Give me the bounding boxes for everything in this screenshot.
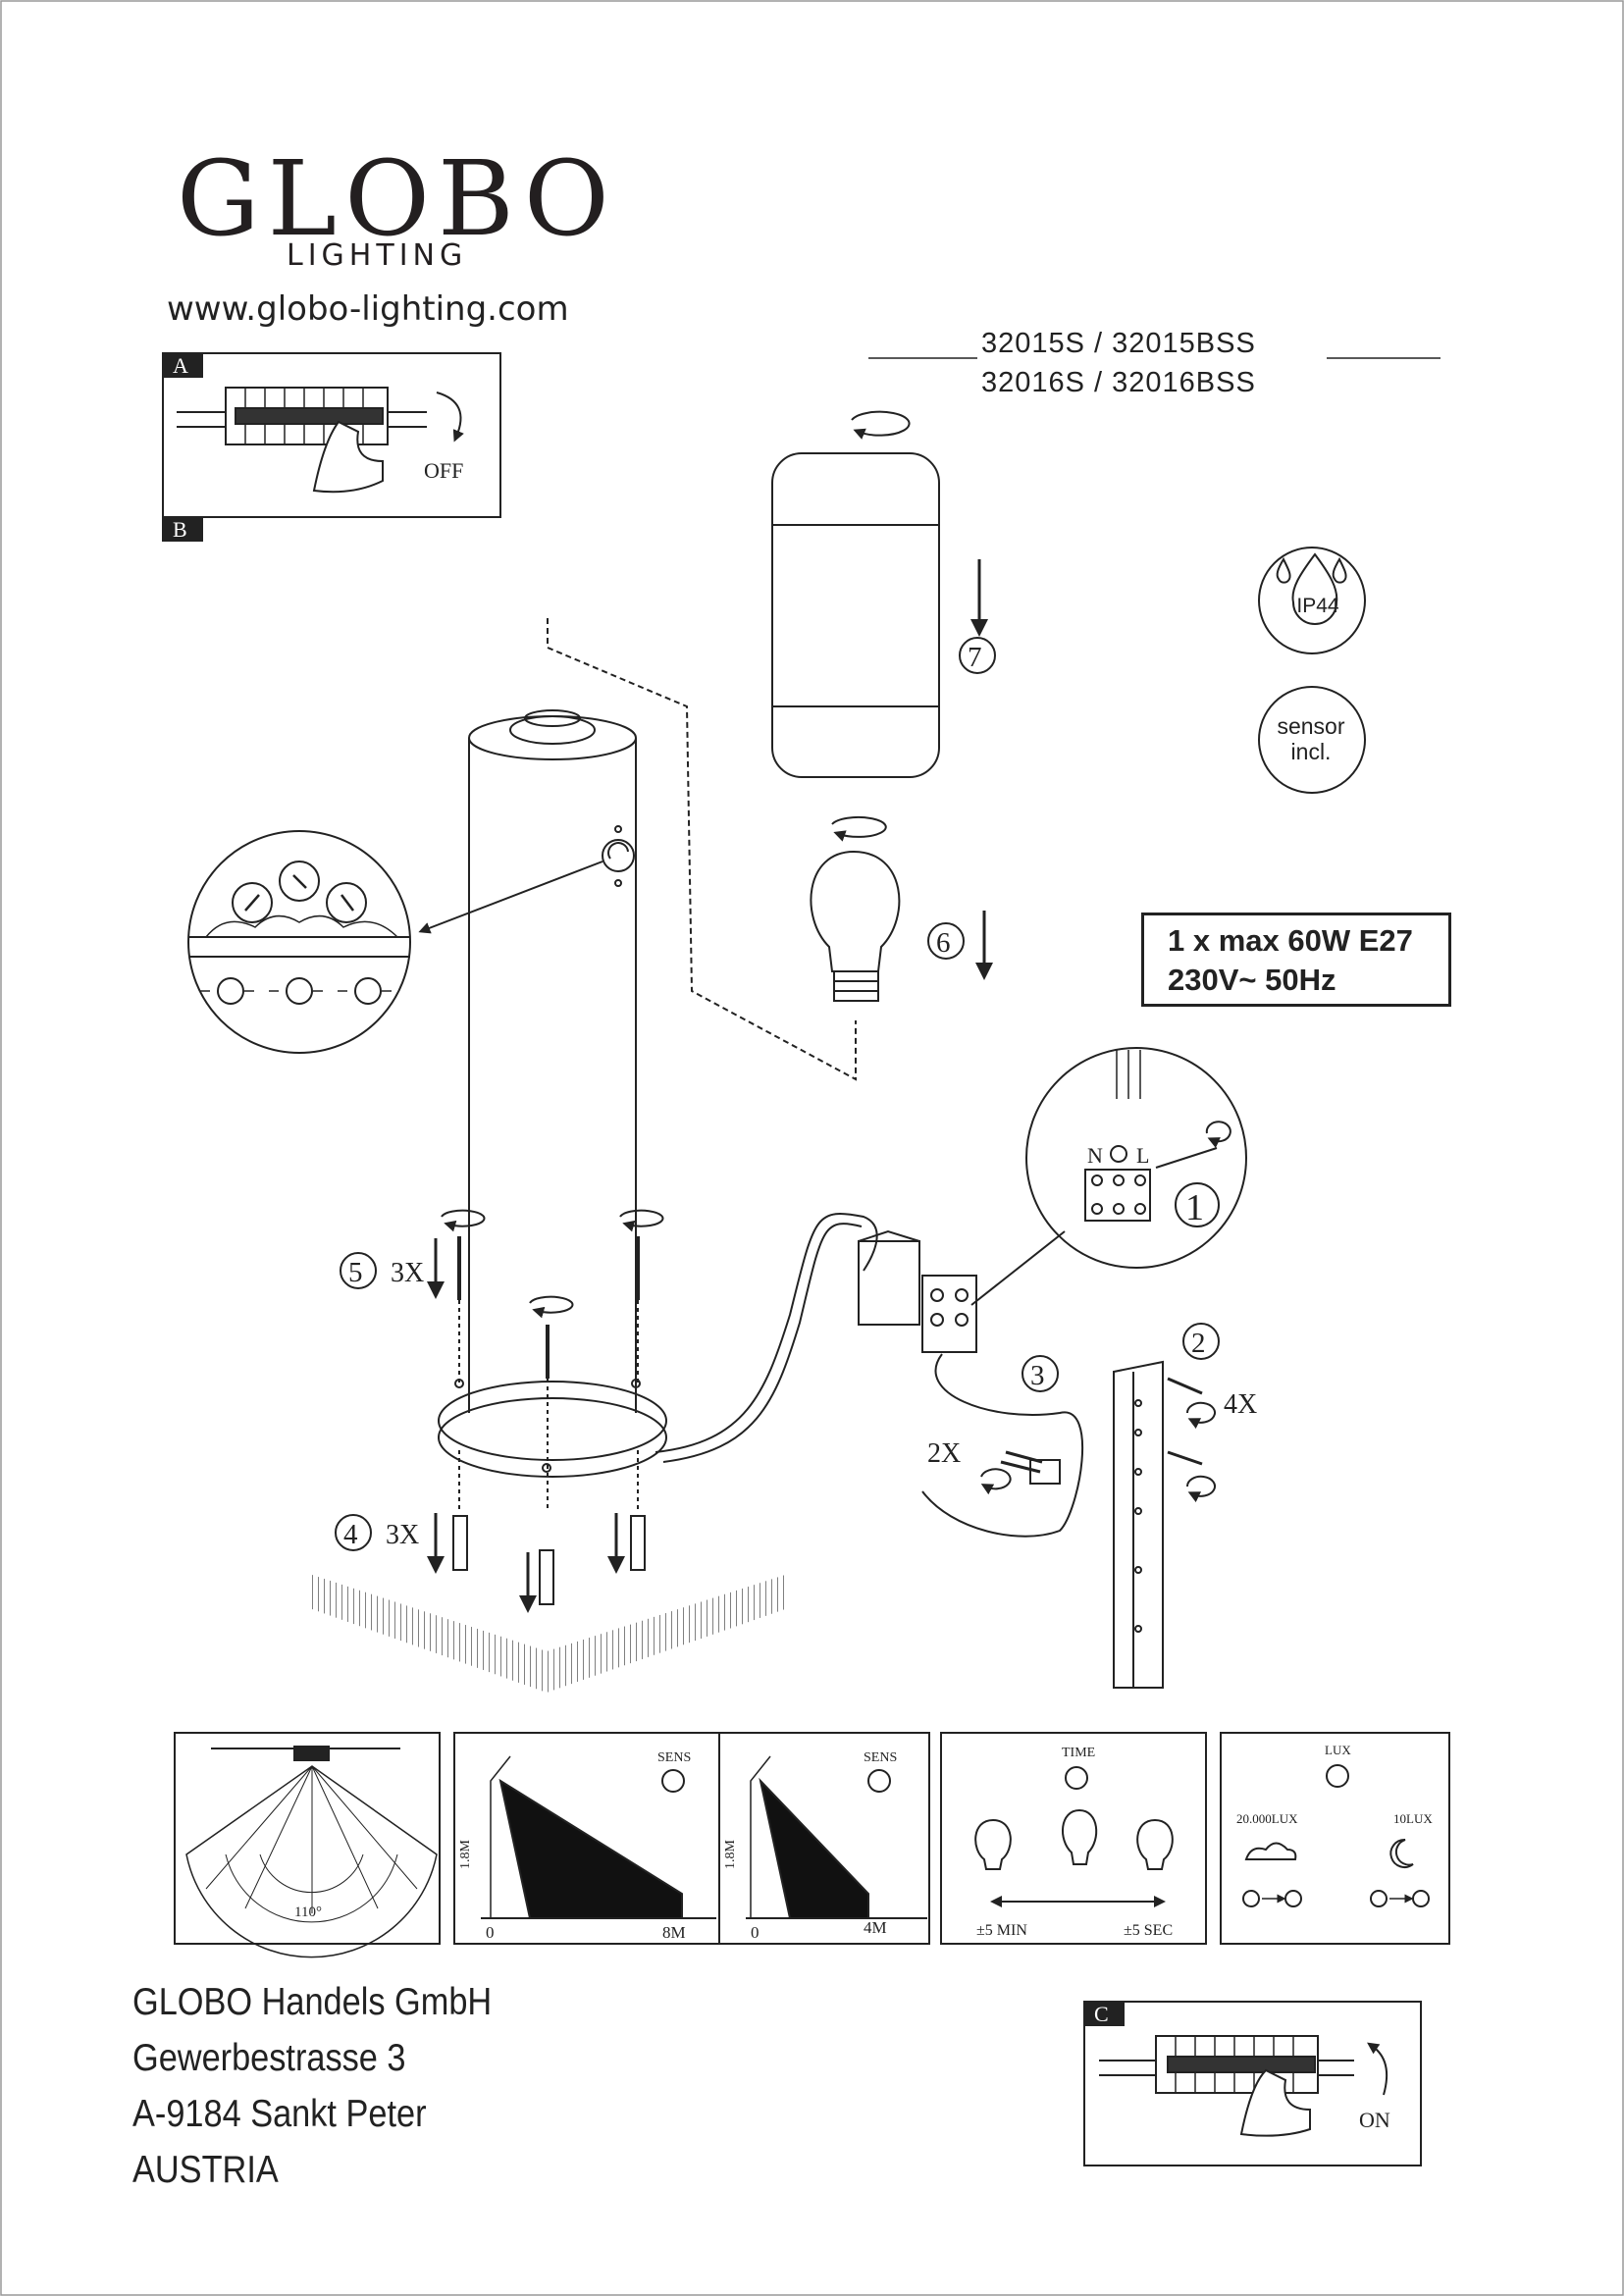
address-line-2: Gewerbestrasse 3 [132, 2037, 406, 2079]
lux-panel: LUX 20.000LUX 10LUX [1220, 1732, 1450, 1945]
step-3-number: 3 [1030, 1360, 1045, 1391]
step-7-number: 7 [968, 642, 982, 673]
time-sec-label: ±5 SEC [1124, 1922, 1173, 1939]
ground-surface [312, 1575, 785, 1693]
step-2-qty: 4X [1224, 1389, 1257, 1420]
address-line-1: GLOBO Handels GmbH [132, 1981, 493, 2023]
address-line-3: A-9184 Sankt Peter [132, 2093, 427, 2135]
step-5-number: 5 [348, 1257, 363, 1288]
sensor-line-1: sensor [1277, 713, 1345, 739]
sensor-badge-label: sensor incl. [1262, 713, 1360, 764]
range-zero-a: 0 [486, 1923, 495, 1942]
step-4-qty: 3X [386, 1520, 419, 1550]
lux-low-label: 10LUX [1393, 1811, 1433, 1826]
breaker-off-panel: A OFF [162, 352, 501, 518]
company-address: GLOBO Handels GmbH Gewerbestrasse 3 A-91… [132, 1974, 492, 2198]
model-line-2: 32016S / 32016BSS [981, 367, 1256, 398]
detection-angle-label: 110° [294, 1905, 322, 1920]
range-8m-panel: SENS 1.8M 0 8M [453, 1732, 720, 1945]
glass-shade: 7 [771, 410, 996, 778]
power-rating-line-1: 1 x max 60W E27 [1168, 923, 1413, 958]
breaker-off-label: OFF [424, 458, 463, 483]
screws-and-anchors: 5 3X 4 3X [335, 1209, 664, 1613]
light-bulb: 6 [810, 815, 993, 1002]
time-min-label: ±5 MIN [976, 1922, 1027, 1939]
address-line-4: AUSTRIA [132, 2149, 279, 2191]
ip-rating-label: IP44 [1296, 595, 1339, 617]
sensor-control-detail [187, 830, 411, 1054]
junction-box: 2X 3 [858, 1229, 1084, 1538]
ip44-badge [1258, 547, 1366, 654]
sensor-badge [1258, 686, 1366, 794]
power-rating-line-2: 230V~ 50Hz [1168, 963, 1336, 997]
brand-subline: LIGHTING [287, 238, 468, 273]
mounting-bracket: 2 4X [1113, 1323, 1257, 1689]
power-rating-box: 1 x max 60W E27 230V~ 50Hz [1141, 913, 1451, 1007]
panel-a-label: A [173, 353, 188, 378]
model-line-1: 32015S / 32015BSS [981, 328, 1256, 359]
wiring-detail: N L 1 [970, 1047, 1247, 1306]
lux-high-label: 20.000LUX [1236, 1811, 1298, 1826]
panel-b-label: B [173, 517, 187, 542]
lux-label: LUX [1325, 1743, 1351, 1757]
step-5-qty: 3X [391, 1258, 424, 1288]
step-3-qty: 2X [927, 1438, 961, 1469]
terminal-n-label: N [1087, 1143, 1103, 1168]
step-4-number: 4 [343, 1519, 358, 1550]
range-8m-label: 8M [662, 1923, 686, 1942]
detection-angle-panel: 110° [174, 1732, 441, 1958]
height-label-b: 1.8M [723, 1840, 738, 1870]
height-label-a: 1.8M [458, 1840, 473, 1870]
range-4m-panel: SENS 1.8M 0 4M [718, 1732, 930, 1945]
website-link[interactable]: www.globo-lighting.com [167, 289, 569, 329]
range-4m-label: 4M [864, 1918, 887, 1937]
step-2-number: 2 [1191, 1328, 1206, 1359]
time-label: TIME [1062, 1746, 1095, 1760]
sensor-line-2: incl. [1290, 739, 1332, 764]
time-panel: TIME ±5 MIN ±5 SEC [940, 1732, 1207, 1945]
breaker-on-panel: C ON [1083, 2001, 1422, 2166]
terminal-l-label: L [1136, 1143, 1149, 1168]
model-numbers: 32015S / 32015BSS 32016S / 32016BSS [981, 324, 1256, 402]
brand-logo: GLOBO [177, 138, 617, 259]
sens-label-b: SENS [864, 1750, 897, 1765]
range-zero-b: 0 [751, 1923, 760, 1942]
sens-label-a: SENS [657, 1750, 691, 1765]
panel-c-label: C [1094, 2002, 1109, 2026]
breaker-on-label: ON [1359, 2108, 1390, 2132]
step-6-number: 6 [936, 927, 951, 959]
step-1-number: 1 [1185, 1187, 1204, 1228]
lamp-post [418, 709, 667, 1478]
